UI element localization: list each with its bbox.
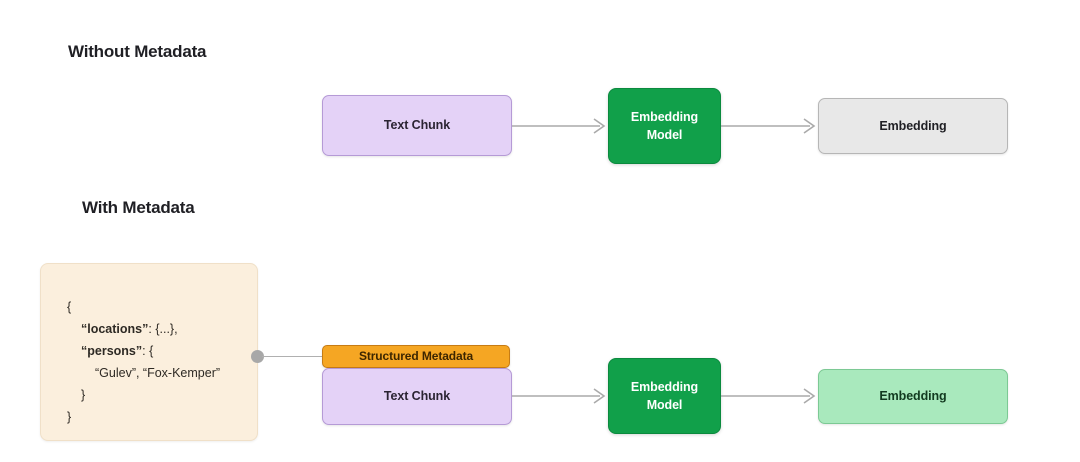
metadata-json-text: } [67, 410, 72, 424]
metadata-json-line: { [67, 296, 220, 318]
node-label: Text Chunk [383, 389, 451, 404]
node-label: Embedding [879, 118, 947, 133]
metadata-json-value: : {...}, [148, 322, 178, 336]
metadata-json-text: { [67, 300, 72, 314]
node-label-line1: Embedding [630, 379, 699, 394]
metadata-json-card: {“locations”: {...},“persons”: {“Gulev”,… [40, 263, 258, 441]
node-label: Structured Metadata [358, 348, 474, 363]
node-label: Embedding [879, 389, 947, 404]
node-label-line2: Model [646, 128, 683, 142]
metadata-json-line: “locations”: {...}, [67, 318, 220, 340]
metadata-json-text: “Gulev”, “Fox-Kemper” [95, 366, 221, 380]
metadata-connector-dot [251, 350, 264, 363]
node-label-line2: Model [646, 398, 683, 412]
arrow-text-chunk-to-model-2 [512, 386, 609, 406]
metadata-connector-line [262, 355, 323, 358]
arrow-model-to-embedding-1 [721, 116, 819, 136]
node-embedding-with-metadata[interactable]: Embedding [818, 369, 1008, 424]
metadata-json-key: “persons” [81, 344, 143, 358]
metadata-json-line: } [67, 406, 220, 428]
metadata-json-value: : { [142, 344, 154, 358]
metadata-json-line: “Gulev”, “Fox-Kemper” [67, 362, 220, 384]
node-label-line1: Embedding [630, 109, 699, 124]
node-structured-metadata[interactable]: Structured Metadata [322, 345, 510, 368]
node-embedding-without-metadata[interactable]: Embedding [818, 98, 1008, 154]
node-text-chunk-with-metadata[interactable]: Text Chunk [322, 368, 512, 425]
metadata-json-key: “locations” [81, 322, 149, 336]
arrow-text-chunk-to-model-1 [512, 116, 609, 136]
metadata-json-text: } [81, 388, 86, 402]
arrow-model-to-embedding-2 [721, 386, 819, 406]
node-text-chunk-without-metadata[interactable]: Text Chunk [322, 95, 512, 156]
metadata-json-code: {“locations”: {...},“persons”: {“Gulev”,… [67, 296, 220, 428]
node-label: Text Chunk [383, 118, 451, 133]
metadata-json-line: } [67, 384, 220, 406]
section-heading-without-metadata: Without Metadata [68, 42, 207, 61]
metadata-json-line: “persons”: { [67, 340, 220, 362]
section-heading-with-metadata: With Metadata [82, 198, 195, 217]
